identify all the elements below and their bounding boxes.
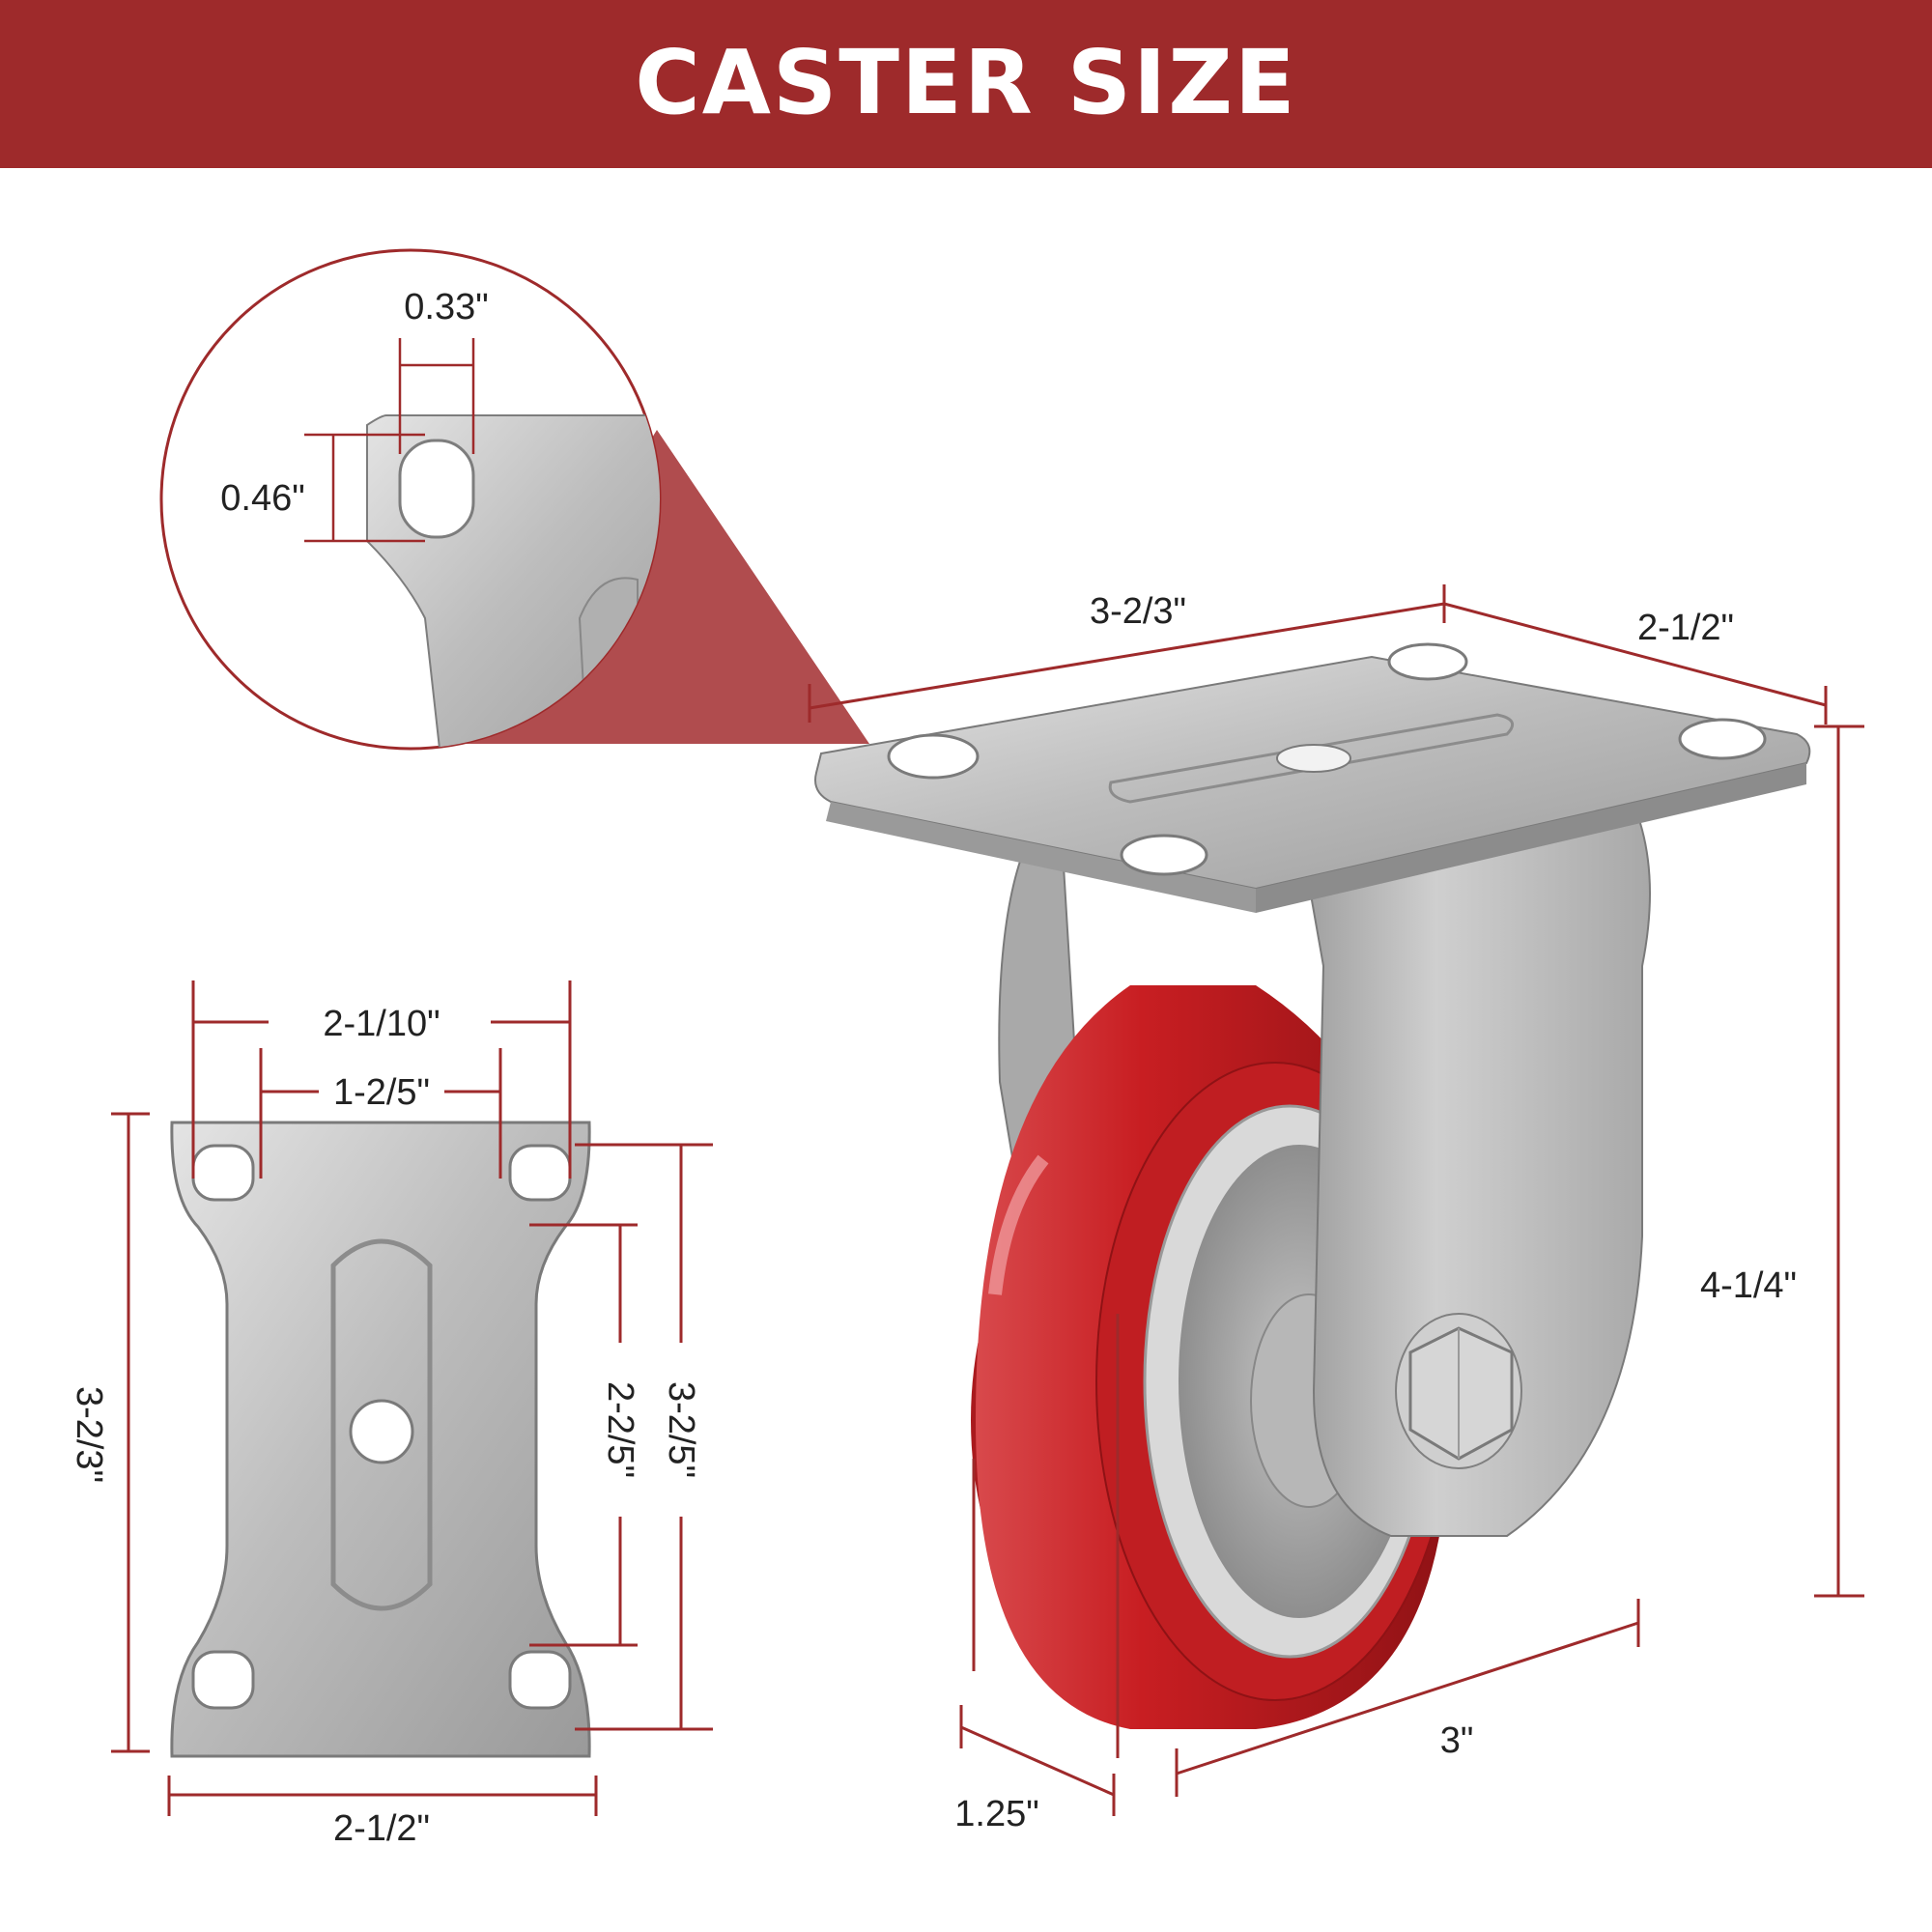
plate-hole <box>1678 718 1767 760</box>
plate-top-view <box>170 1121 591 1758</box>
caster-illustration <box>814 642 1811 1729</box>
plate-hole <box>1387 642 1468 681</box>
wheel-diameter-label: 3" <box>1440 1720 1474 1761</box>
inset-mount-hole <box>398 439 475 539</box>
plate-hole <box>1120 834 1208 876</box>
inner-hole-span-label: 1-2/5" <box>333 1072 430 1113</box>
plate-hole <box>508 1144 572 1202</box>
fork-leg <box>1293 801 1651 1537</box>
inner-hole-pitch-label: 2-2/5" <box>600 1381 640 1478</box>
outer-hole-span-label: 2-1/10" <box>323 1004 440 1044</box>
axle-bolt <box>1395 1313 1522 1469</box>
plate-center-hole <box>349 1399 414 1464</box>
caster-dimensions: 3-2/3" 2-1/2" 4-1/4" 3" 1.25" <box>808 584 1864 1834</box>
plate-hole <box>508 1650 572 1710</box>
caster-plate-length-label: 3-2/3" <box>1090 591 1186 632</box>
wheel-width-label: 1.25" <box>954 1794 1038 1834</box>
plate-hole <box>191 1144 255 1202</box>
header-banner: CASTER SIZE <box>0 0 1932 168</box>
plate-dimensions: 2-1/10" 1-2/5" 3-2/3" 2-1/2" 2-2/5" 3-2/… <box>69 980 713 1849</box>
page-title: CASTER SIZE <box>635 30 1297 134</box>
inset-hole-width-label: 0.33" <box>404 287 488 327</box>
plate-hole <box>887 733 980 780</box>
plate-length-label: 3-2/3" <box>69 1386 109 1483</box>
caster-plate-width-label: 2-1/2" <box>1637 608 1734 648</box>
outer-hole-pitch-label: 3-2/5" <box>661 1381 701 1478</box>
plate-width-label: 2-1/2" <box>333 1808 430 1849</box>
top-plate <box>814 642 1811 913</box>
caster-height-label: 4-1/4" <box>1700 1265 1797 1306</box>
magnifier-inset: 0.33" 0.46" <box>159 248 869 751</box>
inset-hole-height-label: 0.46" <box>220 478 304 519</box>
plate-hole <box>191 1650 255 1710</box>
